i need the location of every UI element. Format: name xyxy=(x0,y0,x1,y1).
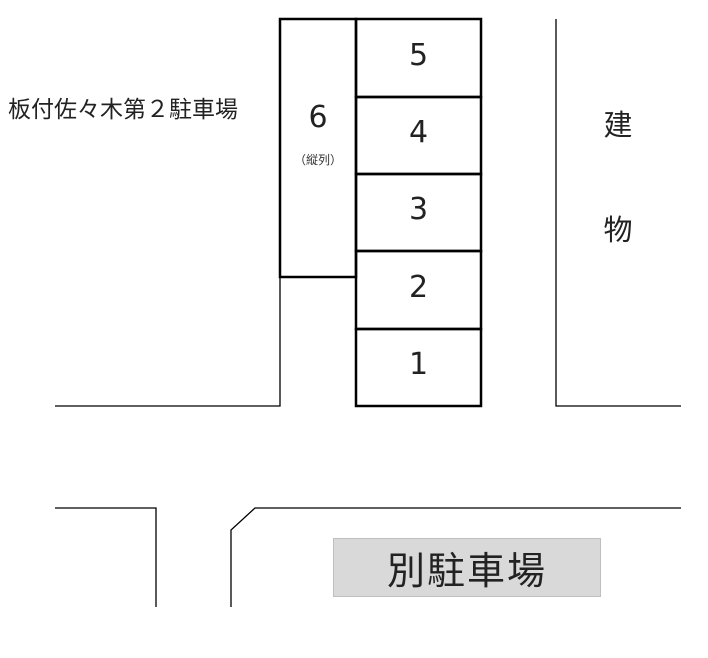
space-2-number: 2 xyxy=(408,270,429,305)
space-3-number: 3 xyxy=(408,192,429,227)
space-6-number: 6 xyxy=(308,100,328,135)
lower-right-block-line xyxy=(230,507,681,607)
space-6-note: （縦列） xyxy=(293,153,342,167)
space-1-number: 1 xyxy=(408,347,429,382)
lower-left-block-line xyxy=(55,507,157,607)
space-4-number: 4 xyxy=(408,115,429,150)
building-boundary-line xyxy=(555,19,681,407)
building-label-bottom: 物 xyxy=(603,213,633,247)
building-label-top: 建 xyxy=(603,108,633,142)
lot-name-label: 板付佐々木第２駐車場 xyxy=(8,97,238,123)
space-1-box xyxy=(354,327,483,408)
other-parking-lot-label: 別駐車場 xyxy=(386,549,547,593)
other-parking-lot-box: 別駐車場 xyxy=(333,538,601,597)
space-6-box xyxy=(278,17,358,279)
space-5-number: 5 xyxy=(408,38,429,73)
left-boundary-line xyxy=(55,277,281,407)
